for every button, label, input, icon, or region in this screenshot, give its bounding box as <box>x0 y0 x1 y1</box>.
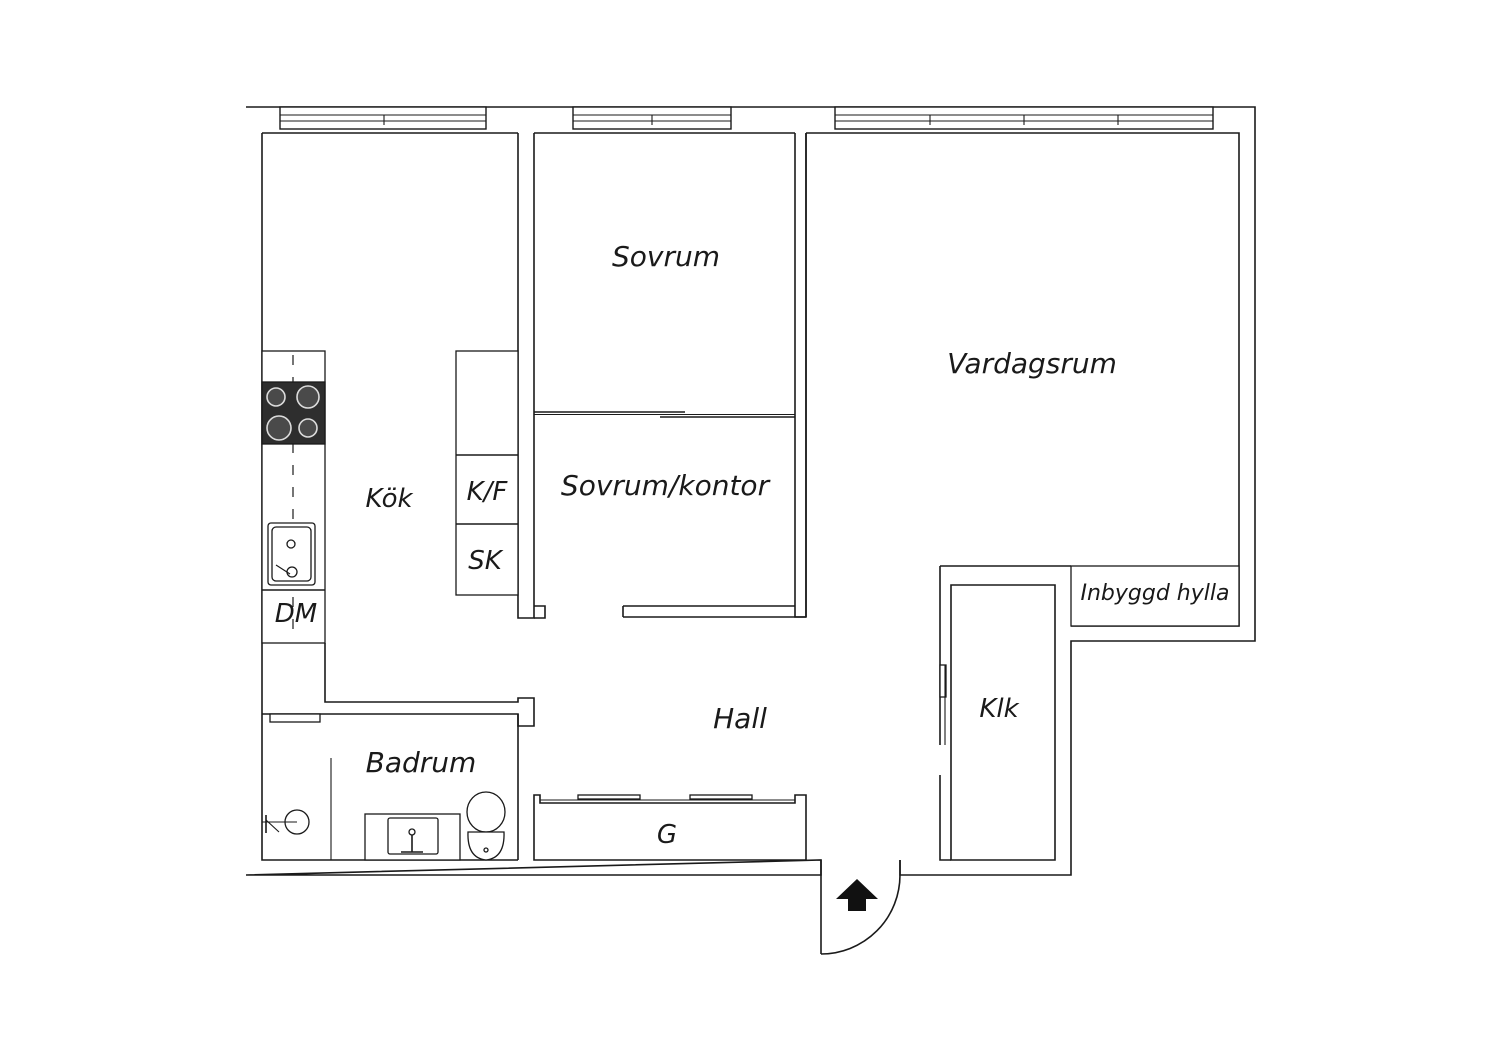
label-vardagsrum: Vardagsrum <box>947 347 1117 380</box>
toilet-icon <box>466 791 506 861</box>
label-badrum: Badrum <box>366 746 477 779</box>
label-sovrum-kontor: Sovrum/kontor <box>561 469 771 502</box>
label-sk: SK <box>468 546 504 576</box>
washbasin-icon <box>364 813 461 861</box>
label-kf: K/F <box>467 477 509 507</box>
interior-walls <box>262 133 1240 861</box>
label-sovrum: Sovrum <box>612 240 720 273</box>
label-kok: Kök <box>365 484 413 514</box>
label-inbyggd-hylla: Inbyggd hylla <box>1081 581 1230 606</box>
label-hall: Hall <box>713 702 767 735</box>
label-g: G <box>657 820 677 850</box>
hob-icon <box>261 381 326 445</box>
kitchen-cabinets <box>455 350 519 596</box>
entrance-door <box>820 860 901 955</box>
entrance-arrow-icon <box>836 879 878 911</box>
label-dm: DM <box>275 599 317 629</box>
sink-icon <box>267 522 316 586</box>
room-labels: Sovrum Vardagsrum Kök K/F SK Sovrum/kont… <box>275 240 1230 850</box>
kitchen-counter <box>261 350 326 644</box>
label-klk: Klk <box>979 694 1019 724</box>
windows <box>279 106 1214 130</box>
shower-icon <box>262 809 310 835</box>
